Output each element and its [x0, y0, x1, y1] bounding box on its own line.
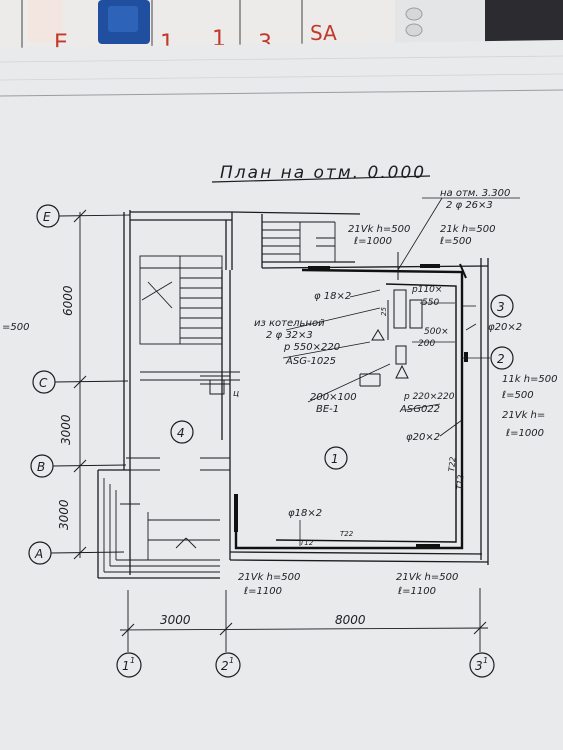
dim-8000-horizontal: 8000	[335, 613, 366, 627]
note-radiator-bottom-right-type: 21Vk h=500	[396, 572, 458, 583]
background-sheet	[0, 0, 485, 48]
axis-col-2-sup: 1	[229, 656, 234, 665]
note-upper-pipe: 2 φ 26×3	[446, 200, 493, 211]
axis-col-3-sup: 1	[483, 656, 488, 665]
column-axis-lines	[119, 588, 489, 652]
note-grille-220-type: ASG022	[399, 404, 440, 415]
left-edge-note: =500	[2, 322, 29, 333]
row-axis-lines	[50, 212, 131, 558]
note-550: 550	[422, 298, 439, 308]
marker-3: 3	[497, 300, 505, 314]
dim-3000-lower: 3000	[57, 499, 71, 530]
leader-lines	[282, 197, 520, 546]
dimension-ticks-horizontal	[121, 621, 487, 637]
note-grille-200-type: BE-1	[316, 404, 339, 415]
note-t722-bottom: T22	[340, 530, 354, 538]
room-4-circle	[170, 420, 194, 444]
note-radiator-top-right-type: 21k h=500	[440, 224, 496, 235]
axis-row-c: C	[39, 376, 48, 390]
note-grille-220-size: p 220×220	[403, 392, 455, 402]
sheet-fold-lines	[0, 55, 563, 81]
heating-pipes	[234, 263, 468, 550]
axis-col-1: 1	[122, 659, 130, 673]
stair-upper	[262, 221, 336, 262]
note-grille-550-type: ASG-1025	[285, 356, 336, 367]
note-pipe-20-right: φ20×2	[488, 322, 522, 333]
note-radiator-top-right-length: ℓ=500	[440, 236, 472, 247]
title-underline	[211, 175, 431, 183]
pen	[98, 0, 150, 44]
axis-col-1-sup: 1	[130, 656, 135, 665]
note-t712-vertical: T12	[455, 474, 466, 490]
note-t722-vertical: T22	[447, 456, 458, 472]
column-axis-markers: 1 1 2 1 3 1	[116, 652, 495, 678]
porch-steps	[103, 478, 220, 573]
dim-3000-horizontal: 3000	[160, 613, 191, 627]
note-radiator-right-length-2: ℓ=1000	[506, 428, 544, 439]
note-radiator-right-type-2: 21Vk h=	[502, 410, 545, 421]
side-markers: 3 2	[490, 294, 514, 370]
boiler-equipment	[209, 252, 423, 395]
tab-label-4: SA	[310, 21, 337, 45]
drawing-title: План на отм. 0.000	[220, 163, 426, 183]
annotations: на отм. 3.300 2 φ 26×3 21Vk h=500 ℓ=1000…	[233, 188, 558, 597]
building-walls	[97, 210, 489, 579]
note-radiator-right-length: ℓ=500	[502, 390, 534, 401]
note-duct-500: 500×	[424, 327, 449, 337]
note-pipe-20-mid: φ20×2	[406, 432, 440, 443]
note-radiator-right-type: 11k h=500	[502, 374, 558, 385]
note-radiator-bottom-left-type: 21Vk h=500	[238, 572, 300, 583]
sheet-border-top	[0, 89, 563, 97]
marker-2: 2	[497, 352, 505, 366]
binder-ring	[405, 7, 423, 37]
note-t712-bottom: T12	[300, 539, 314, 547]
note-from-boiler-room: из котельной	[254, 318, 325, 329]
note-radiator-top-left-length: ℓ=1000	[354, 236, 392, 247]
note-radiator-bottom-right-length: ℓ=1100	[398, 586, 436, 597]
dim-3000-upper: 3000	[59, 414, 73, 445]
note-pipe-18: φ 18×2	[314, 291, 351, 302]
axis-col-2: 2	[221, 659, 229, 673]
axis-row-b: B	[37, 460, 45, 474]
note-pipe-18-bottom: φ18×2	[288, 508, 322, 519]
stair-left	[139, 255, 223, 345]
note-small-mark: ц	[233, 389, 239, 399]
dimension-ticks-vertical	[73, 209, 87, 560]
note-p110: p110×	[411, 285, 442, 295]
room-1-label: 1	[331, 452, 339, 466]
note-radiator-bottom-left-length: ℓ=1100	[244, 586, 282, 597]
note-boiler-pipe: 2 φ 32×3	[266, 330, 313, 341]
note-upper-level: на отм. 3.300	[440, 188, 510, 199]
note-vent-25: 25	[380, 307, 388, 316]
axis-row-e: E	[43, 210, 51, 224]
room-4-label: 4	[177, 426, 185, 440]
axis-row-a: A	[34, 547, 43, 561]
note-radiator-top-left-type: 21Vk h=500	[348, 224, 410, 235]
room-1-circle	[324, 446, 348, 470]
axis-col-3: 3	[475, 659, 483, 673]
note-grille-550-size: p 550×220	[283, 342, 340, 353]
note-grille-200-size: 200×100	[310, 392, 357, 403]
vertical-dimensions: 6000 3000 3000	[57, 285, 75, 530]
drawing-sheet	[0, 40, 563, 750]
dim-6000: 6000	[61, 285, 75, 316]
note-duct-200: 200	[418, 339, 435, 349]
